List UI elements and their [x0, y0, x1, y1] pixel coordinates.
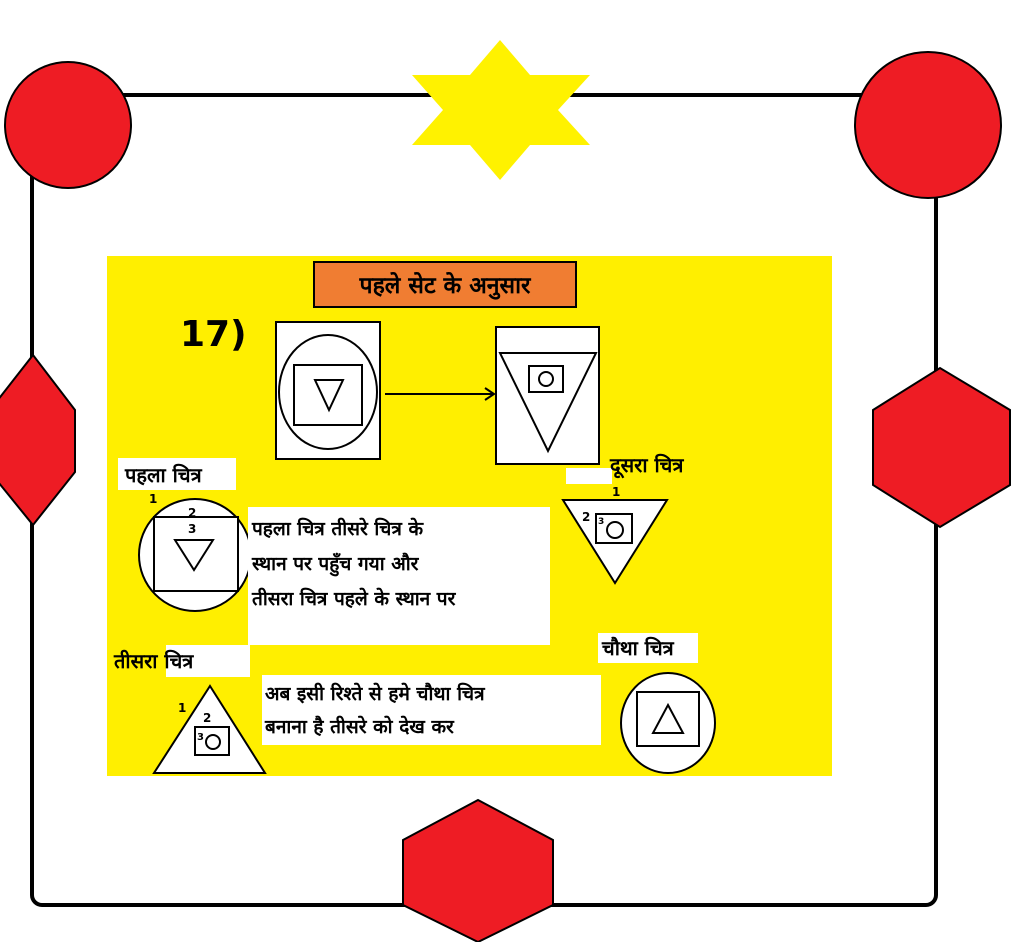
- second-figure-circle: [606, 521, 624, 539]
- fourth-figure-label-bg: [598, 633, 698, 663]
- second-figure-label: दूसरा चित्र: [609, 453, 684, 479]
- red-hexagon-right: [872, 366, 1011, 529]
- first-figure-square: [153, 516, 239, 592]
- third-figure-position-3: 3: [197, 732, 204, 743]
- fourth-figure-label: चौथा चित्र: [601, 636, 675, 660]
- second-figure-position-3: 3: [598, 517, 604, 527]
- explanation-box: [248, 507, 550, 645]
- second-figure-position-1: 1: [612, 485, 620, 499]
- example-figure-2-square: [528, 365, 564, 393]
- first-figure-label-bg: [118, 458, 236, 490]
- third-figure-square: [194, 726, 230, 756]
- red-circle-top-left: [4, 61, 132, 189]
- second-figure-position-2: 2: [582, 510, 590, 524]
- explanation-line-2: स्थान पर पहुँच गया और: [251, 552, 420, 577]
- third-figure-position-2: 2: [203, 711, 211, 725]
- instruction-line-2: बनाना है तीसरे को देख कर: [264, 715, 455, 738]
- third-figure-position-1: 1: [178, 701, 186, 715]
- red-hexagon-left: [0, 353, 76, 527]
- instruction-line-1: अब इसी रिश्ते से हमे चौथा चित्र: [265, 682, 486, 705]
- instruction-box: [262, 675, 601, 745]
- example-figure-1-square: [293, 364, 363, 426]
- third-figure-circle: [205, 734, 221, 750]
- title-text: पहले सेट के अनुसार: [359, 271, 533, 300]
- example-figure-2-circle: [538, 371, 554, 387]
- example-figure-1-triangle: [313, 379, 345, 413]
- first-figure-position-2: 2: [188, 506, 196, 520]
- yellow-star-decoration: [412, 40, 590, 180]
- first-figure-position-1: 1: [149, 492, 157, 506]
- third-figure-label-bg: [166, 645, 250, 677]
- fourth-figure-triangle: [651, 702, 685, 734]
- first-figure-position-3: 3: [188, 522, 196, 536]
- third-figure-label: तीसरा चित्र: [113, 649, 194, 673]
- question-number: 17): [180, 314, 247, 355]
- first-figure-label: पहला चित्र: [124, 463, 203, 487]
- title-box: [313, 261, 577, 308]
- red-circle-top-right: [854, 51, 1002, 199]
- arrow-head-icon: [484, 387, 496, 401]
- first-figure-triangle: [173, 539, 215, 572]
- explanation-line-1: पहला चित्र तीसरे चित्र के: [251, 517, 424, 540]
- red-hexagon-bottom: [402, 798, 554, 942]
- example-figure-2-triangle: [498, 352, 598, 454]
- fourth-figure-square: [636, 691, 700, 747]
- second-figure-label-bg: [566, 468, 612, 484]
- explanation-line-3: तीसरा चित्र पहले के स्थान पर: [251, 587, 457, 610]
